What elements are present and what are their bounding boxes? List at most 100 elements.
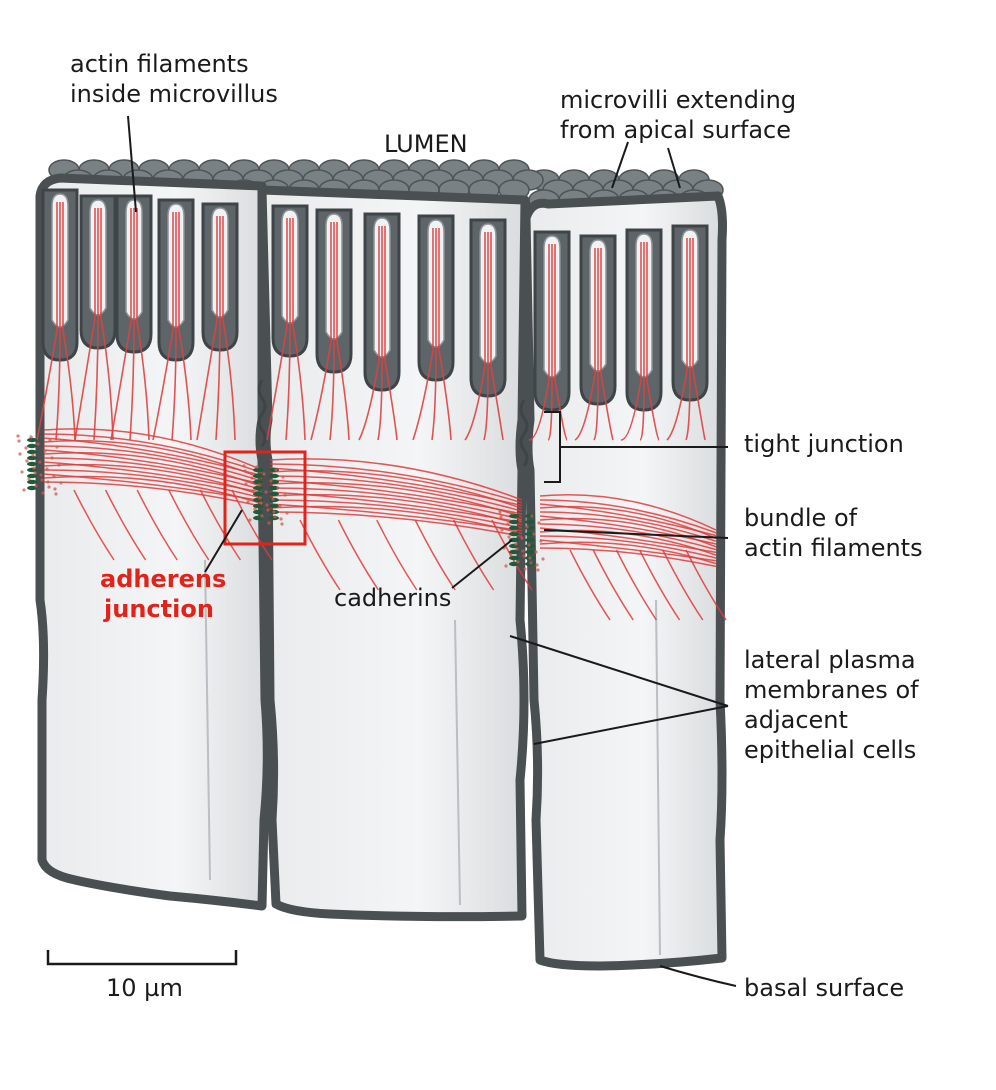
cadherin [509,525,519,531]
label-scale: 10 µm [106,974,183,1002]
junction-plaque-dot [511,511,515,515]
junction-plaque-dot [534,550,538,554]
actin-filament [692,238,706,441]
actin-loose-filament [104,489,147,561]
label-lateral: lateral plasma membranes of adjacent epi… [744,646,926,764]
leader-bundle [543,529,729,539]
junction-plaque-dot [520,536,524,540]
junction-plaque-dot [50,456,54,460]
cadherin [509,513,519,519]
actin-bundle-filament [539,535,717,559]
actin-filament [310,222,332,441]
actin-loose-filament [231,489,273,561]
actin-bundle-filament [269,470,523,510]
junction-plaque-dot [59,481,63,485]
actin-filament [639,242,645,441]
junction-plaque-dot [45,467,49,471]
junction-plaque-dot [52,474,56,478]
junction-plaque-dot [285,511,289,515]
actin-bundle-filament [269,511,523,538]
actin-loose-filament [376,519,418,591]
cadherin [253,509,263,515]
junction-plaque-dot [257,483,261,487]
junction-plaque-dot [31,453,35,457]
actin-bundle-filament [269,487,523,521]
leader-lateral-2 [533,705,729,745]
leader-actin-inside [127,115,137,213]
junction-plaque-dot [281,475,285,479]
actin-filament [36,202,58,441]
junction-plaque-dot [532,532,536,536]
junction-plaque-dot [274,468,278,472]
junction-plaque-dot [515,547,519,551]
cadherin [525,531,535,537]
junction-plaque-dot [54,492,58,496]
actin-bundle-filament [43,463,263,496]
junction-plaque-dot [272,510,276,514]
cadherin [253,479,263,485]
junction-plaque-dot [523,567,527,571]
actin-bundle-filament [43,451,263,488]
actin-loose-filament [136,489,178,561]
junction-plaque-dot [25,459,29,463]
actin-filament [574,248,596,441]
actin-bundle-filament [539,541,717,565]
actin-bundle-filament [269,499,523,529]
junction-plaque-dot [57,463,61,467]
junction-plaque-dot [266,508,270,512]
junction-plaque-dot [32,466,36,470]
actin-bundle-filament [43,457,263,491]
cadherin [509,531,519,537]
junction-plaque-dot [20,470,24,474]
junction-plaque-dot [17,439,21,443]
actin-loose-filament [337,519,380,591]
actin-filament [358,226,380,441]
actin-bundle-filament [539,499,717,534]
leader-lateral-1 [509,635,729,707]
actin-filament [528,244,550,441]
actin-loose-filament [199,489,242,561]
actin-filament [222,216,236,441]
junction-plaque-dot [265,503,269,507]
actin-loose-filament [73,489,115,561]
junction-plaque-dot [271,497,275,501]
actin-filament [666,238,688,441]
actin-bundle-filament [269,463,523,504]
label-cadherins: cadherins [334,584,451,612]
junction-plaque-dot [258,496,262,500]
actin-loose-filament [569,549,611,621]
junction-plaque-dot [40,478,44,482]
actin-loose-filament [452,519,495,591]
cadherin [525,537,535,543]
cadherin [269,473,279,479]
junction-plaque-dot [255,465,259,469]
actin-filament [136,208,150,441]
junction-plaque-dot [27,477,31,481]
label-adherens: adherens junction [100,565,235,623]
actin-loose-filament [685,549,727,621]
junction-plaque-dot [29,435,33,439]
actin-filaments [36,202,706,441]
junction-plaque-dot [278,504,282,508]
junction-plaque-dot [260,514,264,518]
tight-junction-membrane-left [257,379,267,447]
actin-bundle-filament [269,458,523,501]
junction-plaque-dot [521,549,525,553]
actin-bundle-filament [539,523,717,551]
actin-filament [74,208,96,441]
label-actin-inside: actin filaments inside microvillus [70,50,278,108]
junction-plaque-dot [522,554,526,558]
junction-plaque-dot [269,479,273,483]
cadherin [509,555,519,561]
actin-filament [547,244,553,441]
actin-filament [336,222,350,441]
junction-plaque-dot [251,489,255,493]
junction-plaque-dot [243,469,247,473]
junction-plaque-dot [530,514,534,518]
cadherin [253,503,263,509]
junction-plaque-dot [509,553,513,557]
cadherin [27,479,37,485]
actin-bundle-filament [43,428,263,471]
junction-plaque-dot [516,560,520,564]
actin-filament [483,232,489,441]
